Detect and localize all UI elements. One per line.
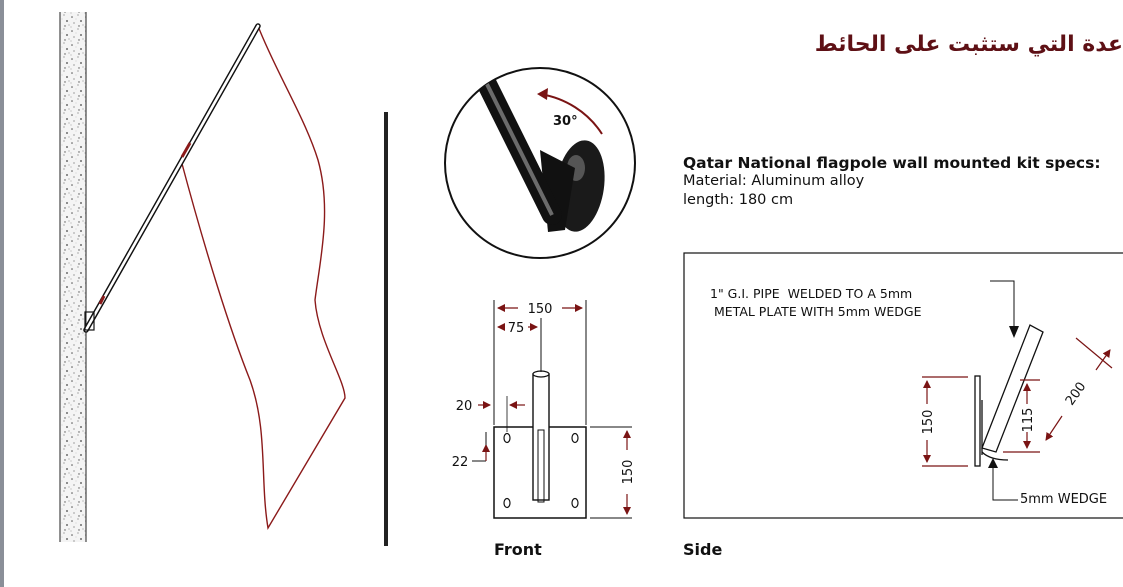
front-caption: Front — [494, 540, 542, 559]
angle-detail: 30° — [444, 67, 636, 259]
arabic-title: عدة التي ستثبت على الحائط — [814, 32, 1123, 57]
side-view: 150 115 200 — [683, 252, 1123, 519]
angle-label: 30° — [553, 114, 578, 129]
front-dim-half-width: 75 — [508, 321, 525, 336]
specs-length: length: 180 cm — [683, 192, 794, 208]
front-dim-width: 150 — [528, 302, 553, 317]
window-edge — [0, 0, 4, 587]
flag — [180, 24, 346, 531]
specs-block: Qatar National flagpole wall mounted kit… — [683, 154, 1101, 210]
side-caption: Side — [683, 540, 723, 559]
flagpole — [83, 23, 261, 333]
specs-title: Qatar National flagpole wall mounted kit… — [683, 154, 1101, 172]
side-note: 1" G.I. PIPE WELDED TO A 5mm METAL PLATE… — [710, 286, 922, 319]
front-dim-offset-top: 20 — [456, 399, 473, 414]
side-dim-pipe-height: 115 — [1021, 408, 1036, 433]
front-view: 150 75 20 22 150 — [452, 300, 636, 519]
front-dim-offset-side: 22 — [452, 455, 469, 470]
side-dim-plate-height: 150 — [921, 410, 936, 435]
specs-material: Material: Aluminum alloy — [683, 173, 865, 189]
wedge-label: 5mm WEDGE — [1020, 492, 1108, 507]
wall — [59, 12, 87, 542]
front-dim-height: 150 — [621, 460, 636, 485]
